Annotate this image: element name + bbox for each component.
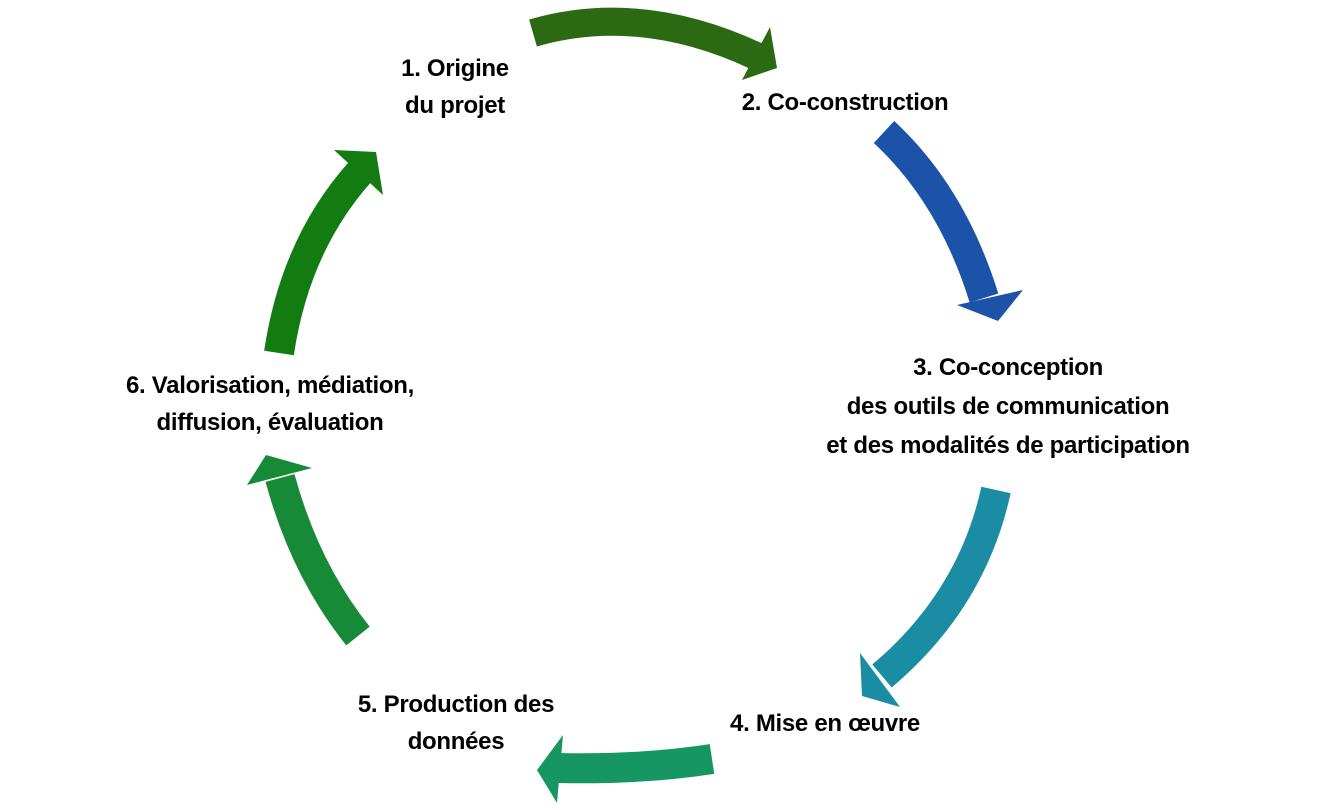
step-6-line: diffusion, évaluation [156, 409, 384, 436]
step-1-label: 1. Origine du projet [401, 50, 509, 124]
step-5-line: données [407, 728, 505, 755]
step-6-line: 6. Valorisation, médiation, [126, 372, 414, 399]
arrow-3-to-4 [860, 486, 1011, 707]
step-3-line: des outils de communication [846, 393, 1170, 420]
step-5-label: 5. Production des données [357, 686, 555, 760]
step-3-label: 3. Co-conception des outils de communica… [826, 348, 1190, 465]
step-1-line: 1. Origine [401, 55, 509, 82]
step-2-label: 2. Co-construction [742, 84, 949, 121]
arrow-1-to-2 [529, 7, 777, 80]
step-5-line: 5. Production des [357, 691, 555, 718]
step-6-label: 6. Valorisation, médiation, diffusion, é… [126, 367, 414, 441]
step-2-line: 2. Co-construction [741, 89, 949, 116]
step-4-line: 4. Mise en œuvre [730, 710, 920, 737]
arrow-5-to-6 [247, 455, 370, 646]
step-3-line: 3. Co-conception [913, 354, 1103, 381]
step-3-line: et des modalités de participation [826, 432, 1190, 459]
arrow-6-to-1 [264, 150, 383, 356]
arrow-4-to-5 [537, 735, 715, 803]
arrow-2-to-3 [873, 120, 1023, 321]
step-4-label: 4. Mise en œuvre [730, 705, 920, 742]
step-1-line: du projet [405, 92, 505, 119]
